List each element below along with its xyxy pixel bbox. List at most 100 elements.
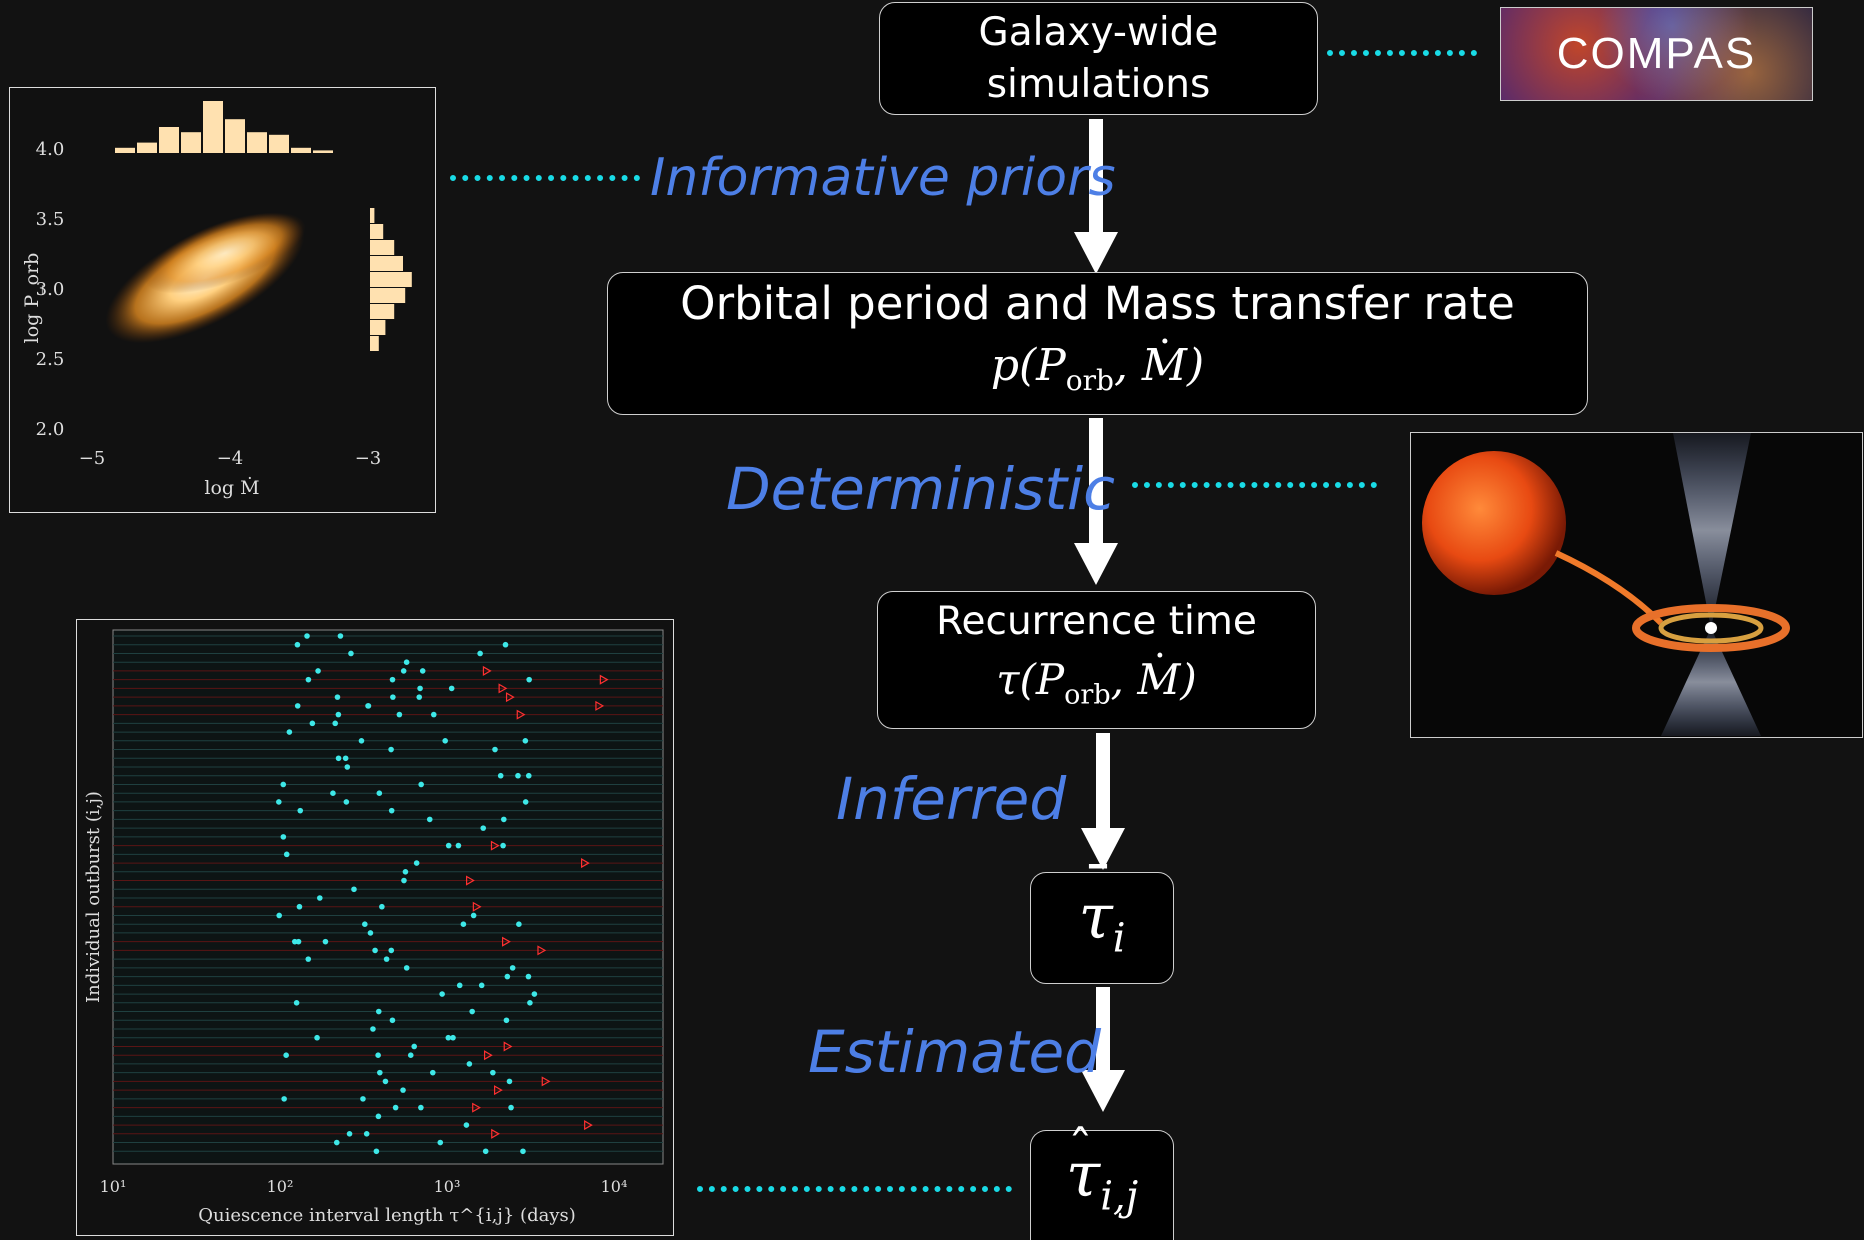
outburst-plot-panel: 10¹ 10² 10³ 10⁴ Quiescence interval leng… xyxy=(76,619,674,1236)
outburst-point xyxy=(522,799,529,805)
outburst-point xyxy=(314,1034,320,1041)
outburst-ylabel: Individual outburst (i,j) xyxy=(83,791,104,1003)
top-hist-bar xyxy=(203,101,223,153)
outburst-point xyxy=(276,799,282,805)
outburst-point xyxy=(286,729,293,735)
top-hist-bar xyxy=(313,150,333,153)
outburst-point xyxy=(304,633,310,639)
outburst-point xyxy=(515,772,521,779)
outburst-xlabel: Quiescence interval length τ^{i,j} (days… xyxy=(198,1205,576,1226)
censored-marker xyxy=(541,1076,551,1087)
outburst-point xyxy=(351,886,357,893)
outburst-plot: 10¹ 10² 10³ 10⁴ Quiescence interval leng… xyxy=(83,629,664,1226)
censored-marker xyxy=(483,1050,493,1061)
estimated-label: Estimated xyxy=(808,1018,1102,1086)
right-hist-bar xyxy=(370,208,375,223)
outburst-point xyxy=(294,641,301,648)
right-hist-bar xyxy=(370,304,395,319)
outburst-point xyxy=(497,772,504,779)
outburst-point xyxy=(376,790,383,796)
outburst-point xyxy=(482,1148,489,1155)
outburst-point xyxy=(377,1069,383,1076)
right-hist-bar xyxy=(370,288,406,303)
arrow-1-head xyxy=(1074,232,1118,274)
censored-marker xyxy=(482,665,492,676)
outburst-point xyxy=(362,921,368,927)
compas-logo: COMPAS xyxy=(1500,7,1813,101)
kde-xlabel: log Ṁ xyxy=(204,476,259,499)
outburst-point xyxy=(516,921,522,927)
pulsar-image xyxy=(1410,432,1863,738)
outburst-point xyxy=(429,1069,436,1076)
outburst-point xyxy=(370,1026,376,1032)
outburst-point xyxy=(469,1008,475,1015)
outburst-point xyxy=(388,807,395,814)
outburst-point xyxy=(470,912,477,919)
svg-text:10⁴: 10⁴ xyxy=(601,1177,628,1196)
outburst-point xyxy=(456,982,463,989)
outburst-point xyxy=(419,668,426,674)
x-ticks: 10¹ 10² 10³ 10⁴ xyxy=(100,1177,628,1196)
outburst-point xyxy=(417,685,423,692)
outburst-point xyxy=(416,694,423,700)
kde-plot-panel: 4.0 3.5 3.0 2.5 2.0 −5 −4 −3 log Ṁ log P… xyxy=(9,87,436,513)
tau-bar-formula: τ¯i xyxy=(1078,852,1126,962)
outburst-point xyxy=(335,755,342,762)
svg-text:2.5: 2.5 xyxy=(36,349,65,370)
top-hist-bar xyxy=(269,134,289,153)
orbital-formula: p(Porb, M˙) xyxy=(990,332,1205,397)
outburst-point xyxy=(418,1104,424,1111)
outburst-point xyxy=(411,1043,418,1050)
outburst-point xyxy=(372,947,378,954)
orbital-period-box: Orbital period and Mass transfer rate p(… xyxy=(607,272,1588,415)
outburst-point xyxy=(291,938,298,945)
top-histogram xyxy=(115,101,333,153)
top-hist-bar xyxy=(115,147,135,153)
outburst-point xyxy=(403,965,410,971)
outburst-point xyxy=(322,938,329,945)
arrow-3-head xyxy=(1081,828,1125,870)
outburst-point xyxy=(389,1017,396,1024)
outburst-point xyxy=(280,834,287,840)
right-hist-bar xyxy=(370,240,395,255)
outburst-point xyxy=(333,1139,340,1146)
deterministic-label: Deterministic xyxy=(726,455,1116,523)
outburst-point xyxy=(375,1113,382,1120)
outburst-point xyxy=(522,738,529,744)
outburst-point xyxy=(375,1052,381,1058)
outburst-point xyxy=(390,694,396,700)
outburst-point xyxy=(466,1061,473,1067)
arrow-4-shaft xyxy=(1096,987,1110,1075)
outburst-point xyxy=(283,851,290,858)
outburst-point xyxy=(490,1069,496,1076)
outburst-point xyxy=(492,746,498,753)
outburst-point xyxy=(455,842,462,849)
outburst-point xyxy=(305,956,312,962)
galaxy-line2: simulations xyxy=(986,61,1211,107)
right-hist-bar xyxy=(370,336,379,351)
galaxy-simulations-box: Galaxy-wide simulations xyxy=(879,2,1318,115)
top-hist-bar xyxy=(137,142,157,153)
svg-text:10³: 10³ xyxy=(434,1177,461,1196)
censored-marker xyxy=(581,858,590,869)
outburst-point xyxy=(509,965,516,971)
outburst-point xyxy=(460,921,467,927)
connector-deterministic xyxy=(1132,482,1377,488)
x-ticks: −5 −4 −3 xyxy=(79,448,382,469)
outburst-point xyxy=(525,772,532,779)
outburst-point xyxy=(293,1000,300,1006)
outburst-point xyxy=(332,720,339,727)
outburst-point xyxy=(373,1148,380,1155)
right-hist-bar xyxy=(370,224,384,239)
outburst-point xyxy=(379,903,385,910)
arrow-1-shaft xyxy=(1089,119,1103,237)
svg-text:2.0: 2.0 xyxy=(36,419,65,440)
svg-text:10¹: 10¹ xyxy=(100,1177,127,1196)
outburst-point xyxy=(508,1104,514,1111)
outburst-point xyxy=(403,659,410,665)
censored-marker xyxy=(595,700,605,711)
svg-text:3.5: 3.5 xyxy=(36,209,65,230)
outburst-point xyxy=(439,991,445,997)
top-hist-bar xyxy=(159,127,179,153)
